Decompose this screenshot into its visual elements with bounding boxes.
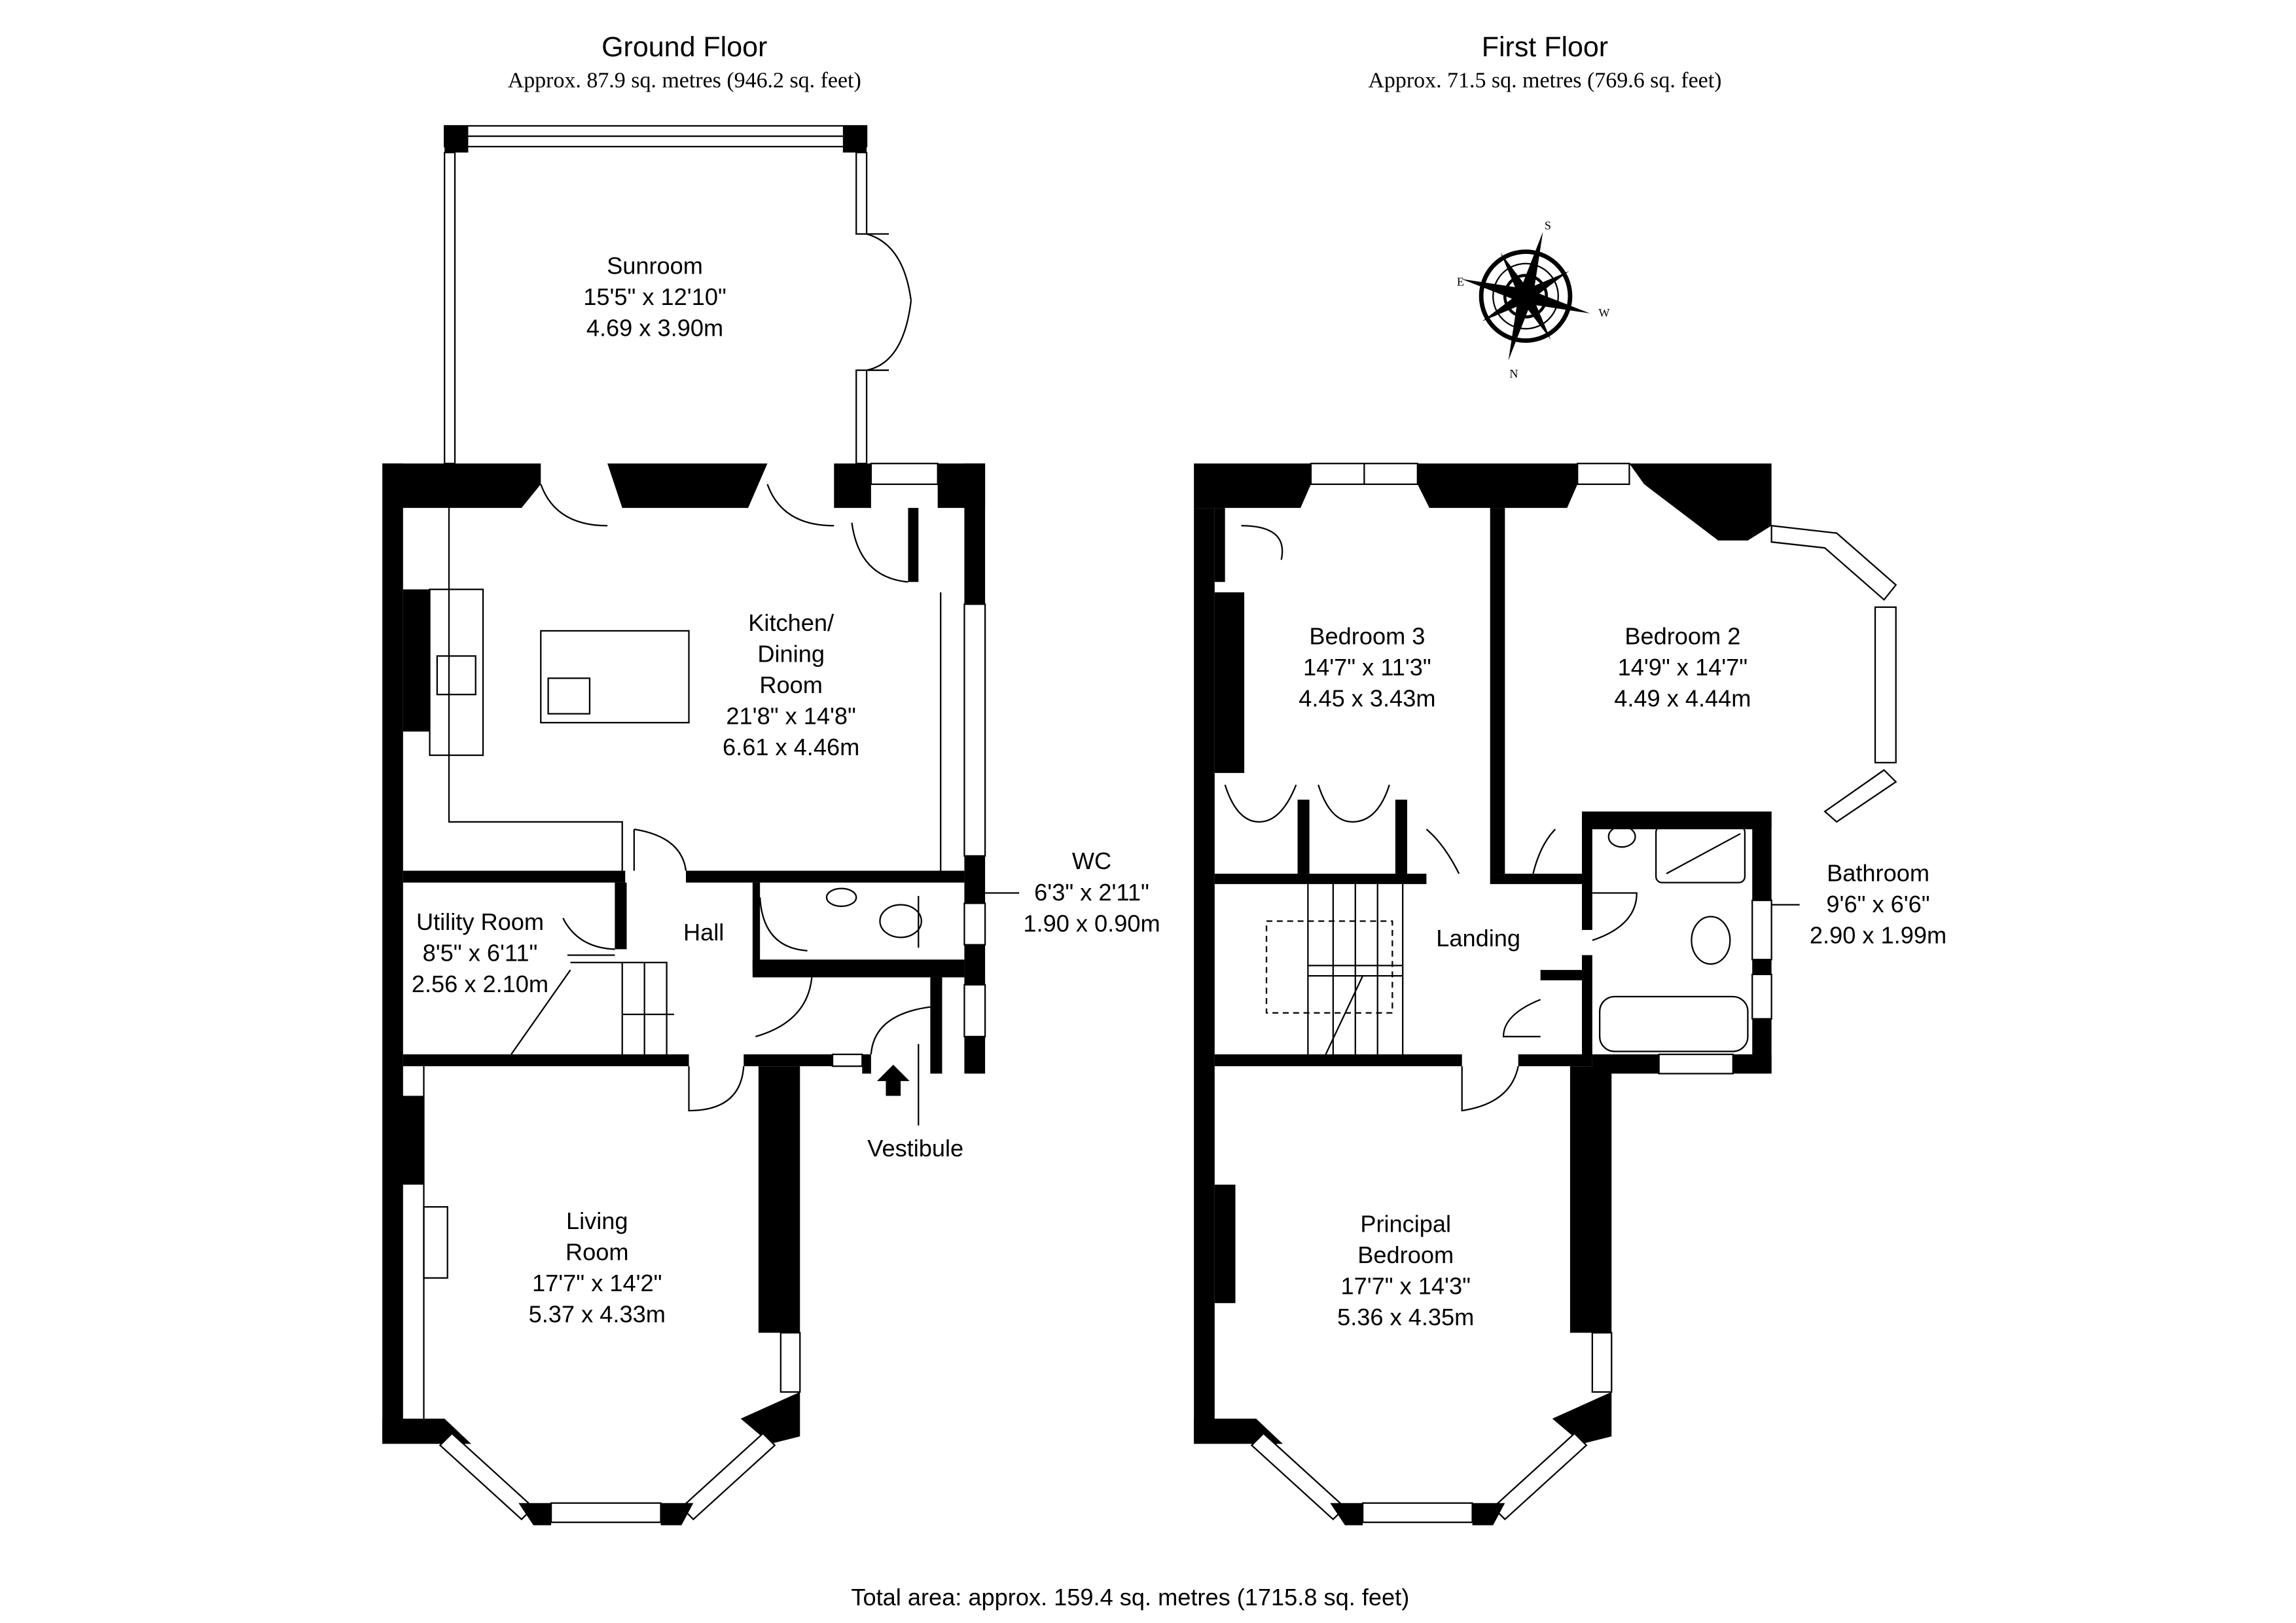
svg-text:14'9" x 14'7": 14'9" x 14'7" (1618, 654, 1748, 681)
svg-text:1.90 x 0.90m: 1.90 x 0.90m (1023, 910, 1160, 936)
compass-labels: S W N E (1457, 219, 1610, 380)
svg-text:Dining: Dining (757, 640, 825, 667)
svg-text:Bedroom: Bedroom (1357, 1241, 1454, 1268)
ground-floor-title: Ground Floor (601, 31, 767, 63)
entrance-arrow-icon (876, 1064, 910, 1096)
bedroom-3-label: Bedroom 3 14'7" x 11'3" 4.45 x 3.43m (1299, 622, 1435, 711)
svg-text:Room: Room (759, 671, 823, 698)
principal-bedroom-label: Principal Bedroom 17'7" x 14'3" 5.36 x 4… (1337, 1211, 1474, 1331)
wc-label: WC 6'3" x 2'11" 1.90 x 0.90m (985, 847, 1160, 936)
vestibule-label: Vestibule (867, 1135, 963, 1162)
svg-text:2.56 x 2.10m: 2.56 x 2.10m (412, 971, 548, 997)
svg-text:17'7" x 14'2": 17'7" x 14'2" (532, 1270, 662, 1296)
sunroom-label: Sunroom 15'5" x 12'10" 4.69 x 3.90m (583, 253, 726, 342)
first-floor-title: First Floor (1482, 31, 1608, 63)
hall-label: Hall (683, 919, 724, 946)
svg-text:WC: WC (1072, 847, 1111, 874)
compass-rose-icon (1461, 232, 1590, 361)
svg-text:5.37 x 4.33m: 5.37 x 4.33m (529, 1301, 666, 1328)
svg-text:E: E (1457, 276, 1464, 289)
svg-text:Bathroom: Bathroom (1827, 859, 1929, 886)
first-floor-plan (1194, 463, 1897, 1525)
ground-floor-plan (382, 125, 986, 1525)
svg-text:9'6" x 6'6": 9'6" x 6'6" (1826, 891, 1929, 918)
first-floor-area: Approx. 71.5 sq. metres (769.6 sq. feet) (1368, 69, 1721, 93)
bedroom-2-label: Bedroom 2 14'9" x 14'7" 4.49 x 4.44m (1614, 622, 1751, 711)
svg-text:Principal: Principal (1360, 1211, 1451, 1238)
utility-room-label: Utility Room 8'5" x 6'11" 2.56 x 2.10m (412, 908, 548, 997)
svg-text:N: N (1509, 367, 1518, 380)
svg-text:Kitchen/: Kitchen/ (748, 609, 834, 636)
svg-text:W: W (1598, 306, 1610, 319)
total-area: Total area: approx. 159.4 sq. metres (17… (851, 1584, 1409, 1611)
living-room-label: Living Room 17'7" x 14'2" 5.37 x 4.33m (529, 1207, 666, 1328)
svg-text:Living: Living (566, 1207, 628, 1234)
svg-text:4.45 x 3.43m: 4.45 x 3.43m (1299, 685, 1435, 711)
svg-text:14'7" x 11'3": 14'7" x 11'3" (1303, 654, 1431, 681)
kitchen-label: Kitchen/ Dining Room 21'8" x 14'8" 6.61 … (723, 609, 859, 760)
svg-text:Room: Room (565, 1239, 629, 1266)
svg-text:5.36 x 4.35m: 5.36 x 4.35m (1337, 1304, 1474, 1330)
landing-label: Landing (1436, 925, 1520, 952)
ground-floor-area: Approx. 87.9 sq. metres (946.2 sq. feet) (508, 69, 861, 93)
svg-text:6'3" x 2'11": 6'3" x 2'11" (1034, 879, 1149, 906)
svg-text:Bedroom 3: Bedroom 3 (1309, 622, 1425, 649)
svg-text:Utility Room: Utility Room (416, 908, 544, 935)
svg-text:Bedroom 2: Bedroom 2 (1624, 622, 1740, 649)
svg-text:Sunroom: Sunroom (607, 253, 703, 279)
svg-text:S: S (1545, 219, 1551, 232)
svg-text:4.49 x 4.44m: 4.49 x 4.44m (1614, 685, 1751, 711)
svg-text:6.61 x 4.46m: 6.61 x 4.46m (723, 734, 859, 760)
svg-text:21'8" x 14'8": 21'8" x 14'8" (726, 702, 855, 729)
svg-text:4.69 x 3.90m: 4.69 x 3.90m (586, 315, 723, 342)
svg-text:2.90 x 1.99m: 2.90 x 1.99m (1810, 921, 1946, 948)
bathroom-label: Bathroom 9'6" x 6'6" 2.90 x 1.99m (1771, 859, 1946, 948)
svg-text:15'5" x 12'10": 15'5" x 12'10" (583, 283, 726, 310)
svg-text:17'7" x 14'3": 17'7" x 14'3" (1340, 1273, 1470, 1300)
svg-text:8'5" x 6'11": 8'5" x 6'11" (423, 940, 538, 967)
